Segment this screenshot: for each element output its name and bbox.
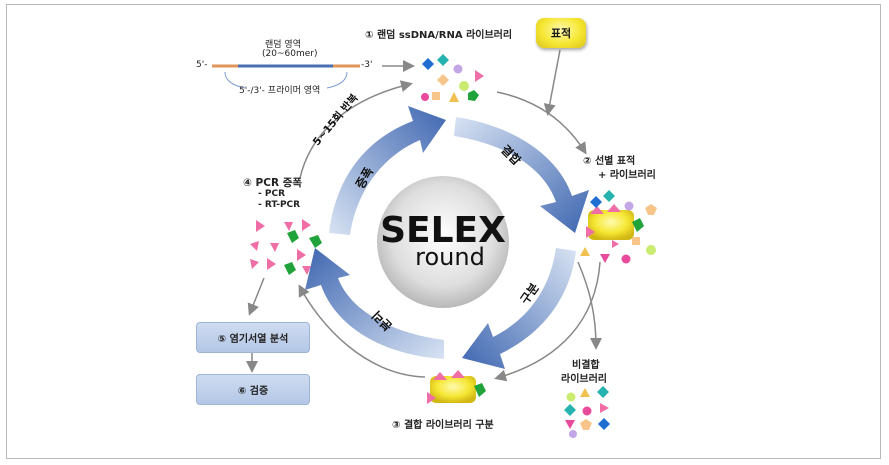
step2-label-2: + 라이브러리 [598,170,656,181]
cycle-arrow-partition [462,248,576,369]
cycle-arrow-amplify [329,106,446,235]
connector-target-down [543,49,561,116]
figure-frame [6,4,881,459]
random-region-label: 랜덤 영역 [265,40,301,50]
step1-label: ① 랜덤 ssDNA/RNA 라이브러리 [365,30,513,41]
cycle-arrow-bind [454,117,589,233]
bound-complex-step3 [427,370,486,404]
step3-label: ③ 결합 라이브러리 구분 [392,420,494,431]
five-prime-label: 5'- [196,60,208,70]
three-prime-label: -3' [361,60,373,70]
unbound-label-2: 라이브러리 [561,374,607,385]
target-complex-step2 [580,190,657,264]
cycle-arrow-separate [305,248,444,359]
connector-step4-to-step1 [299,80,413,179]
connector-step2-to-unbound [577,261,602,350]
unbound-label-1: 비결합 [572,360,600,371]
unbound-library-cluster [564,386,610,438]
step4-sub-rtpcr: - RT-PCR [258,200,301,210]
step6-box: ⑥ 검증 [196,374,310,405]
selex-title: SELEX [380,210,506,251]
connector-step2-to-step3 [494,261,601,382]
library-cluster-step1 [421,54,484,102]
amplified-cluster-step4 [250,219,322,275]
step5-box: ⑤ 염기서열 분석 [196,322,310,353]
step2-label-1: ② 선별 표적 [583,156,636,167]
target-badge: 표적 [536,18,586,48]
selex-center-circle [377,176,509,308]
round-title: round [415,243,485,271]
connector-step3-to-step4 [298,284,426,378]
step4-sub-pcr: - PCR [258,189,285,199]
primer-region-label: 5'-/3'- 프라이머 영역 [239,86,321,96]
connector-step4-to-step5 [247,277,265,316]
random-region-range: (20~60mer) [262,49,318,59]
repeat-label: 5~15회 반복 [310,91,361,148]
step4-label: ④ PCR 증폭 [243,177,303,189]
primer-bracket [224,71,348,89]
